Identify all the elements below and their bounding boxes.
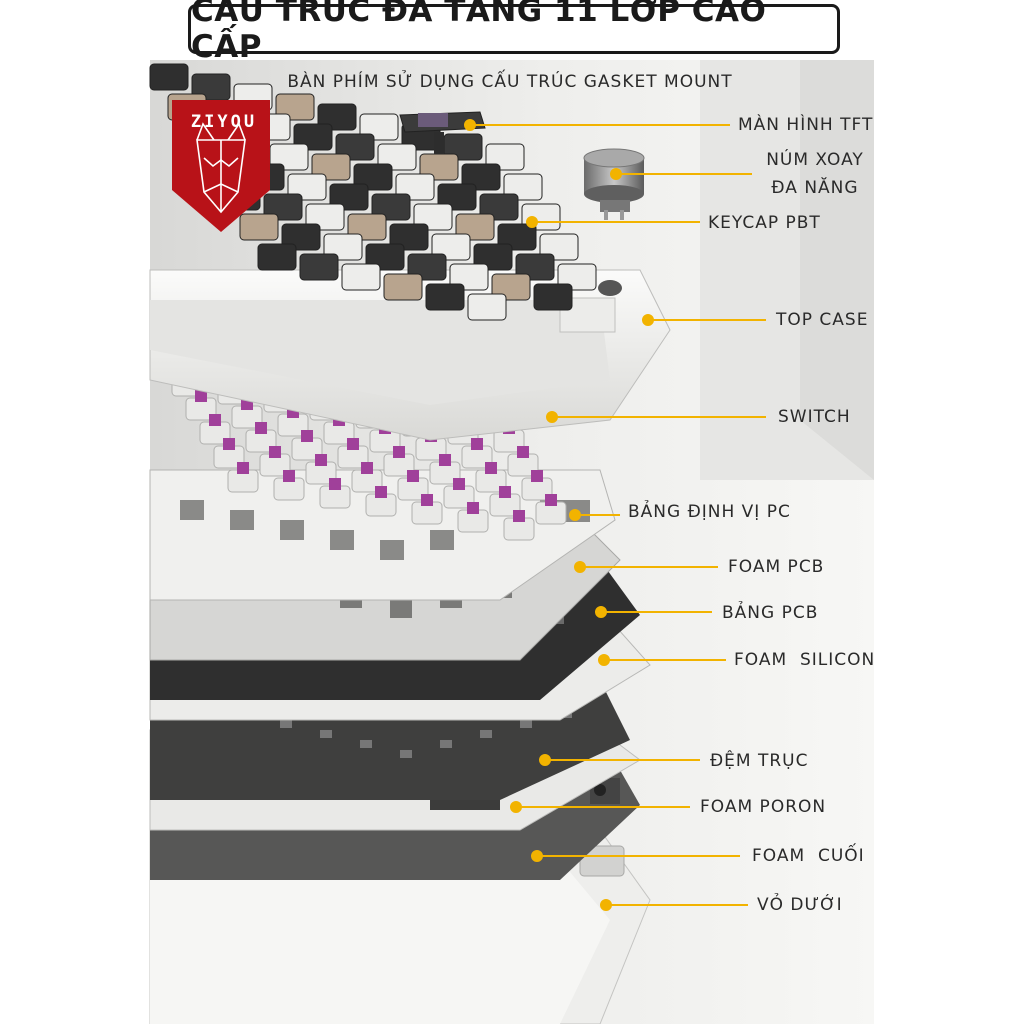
- switch-stem: [315, 454, 327, 466]
- label-tft-screen: MÀN HÌNH TFT: [738, 115, 874, 135]
- switch-stem: [467, 502, 479, 514]
- switch-stem: [513, 510, 525, 522]
- leader-lines: [464, 119, 766, 911]
- brand-logo: [172, 100, 270, 232]
- keycap: [533, 283, 573, 311]
- keycap: [467, 293, 507, 321]
- label-keycap: KEYCAP PBT: [708, 213, 821, 233]
- switch-stem: [531, 470, 543, 482]
- switch-stem: [375, 486, 387, 498]
- switch-stem: [223, 438, 235, 450]
- label-switch-pad: ĐỆM TRỤC: [710, 751, 809, 771]
- label-top-case: TOP CASE: [776, 310, 869, 330]
- label-foam-poron: FOAM PORON: [700, 797, 827, 817]
- switch-stem: [393, 446, 405, 458]
- switch-stem: [471, 438, 483, 450]
- label-knob-line2: ĐA NĂNG: [771, 178, 859, 198]
- label-bottom-case: VỎ DƯỚI: [757, 895, 843, 915]
- switch-stem: [361, 462, 373, 474]
- keycap: [383, 273, 423, 301]
- switch-stem: [269, 446, 281, 458]
- label-foam-pcb: FOAM PCB: [728, 557, 825, 577]
- keycap: [257, 243, 297, 271]
- label-foam-silicon: FOAM SILICON: [734, 650, 876, 670]
- switch-stem: [195, 390, 207, 402]
- switch-stem: [439, 454, 451, 466]
- switch-stem: [237, 462, 249, 474]
- label-plate: BẢNG ĐỊNH VỊ PC: [628, 502, 791, 522]
- label-pcb: BẢNG PCB: [722, 603, 819, 623]
- page-title: CẤU TRÚC ĐA TẦNG 11 LỚP CAO CẤP: [188, 0, 840, 65]
- keycap: [149, 63, 189, 91]
- switch-stem: [407, 470, 419, 482]
- tft-screen-part: [399, 111, 486, 154]
- switch-stem: [485, 462, 497, 474]
- switch-stem: [301, 430, 313, 442]
- keycap: [299, 253, 339, 281]
- keycap-layer: [149, 63, 597, 321]
- switch-stem: [453, 478, 465, 490]
- switch-stem: [499, 486, 511, 498]
- label-foam-bottom: FOAM CUỐI: [752, 846, 865, 866]
- label-knob-line1: NÚM XOAY: [766, 150, 864, 170]
- switch-stem: [421, 494, 433, 506]
- switch-stem: [545, 494, 557, 506]
- label-switch: SWITCH: [778, 407, 851, 427]
- keycap: [425, 283, 465, 311]
- page-subtitle: BÀN PHÍM SỬ DỤNG CẤU TRÚC GASKET MOUNT: [287, 72, 733, 92]
- keycap: [239, 213, 279, 241]
- top-case-layer: [149, 269, 671, 441]
- switch-stem: [283, 470, 295, 482]
- switch-stem: [209, 414, 221, 426]
- keycap: [341, 263, 381, 291]
- wall-corner: [800, 60, 874, 480]
- wolf-head-icon: [196, 122, 246, 214]
- switch-stem: [347, 438, 359, 450]
- brand-name: ZIYOU: [190, 112, 258, 132]
- rotary-knob-part: [583, 148, 645, 220]
- switch-stem: [255, 422, 267, 434]
- switch-stem: [329, 478, 341, 490]
- switch-stem: [517, 446, 529, 458]
